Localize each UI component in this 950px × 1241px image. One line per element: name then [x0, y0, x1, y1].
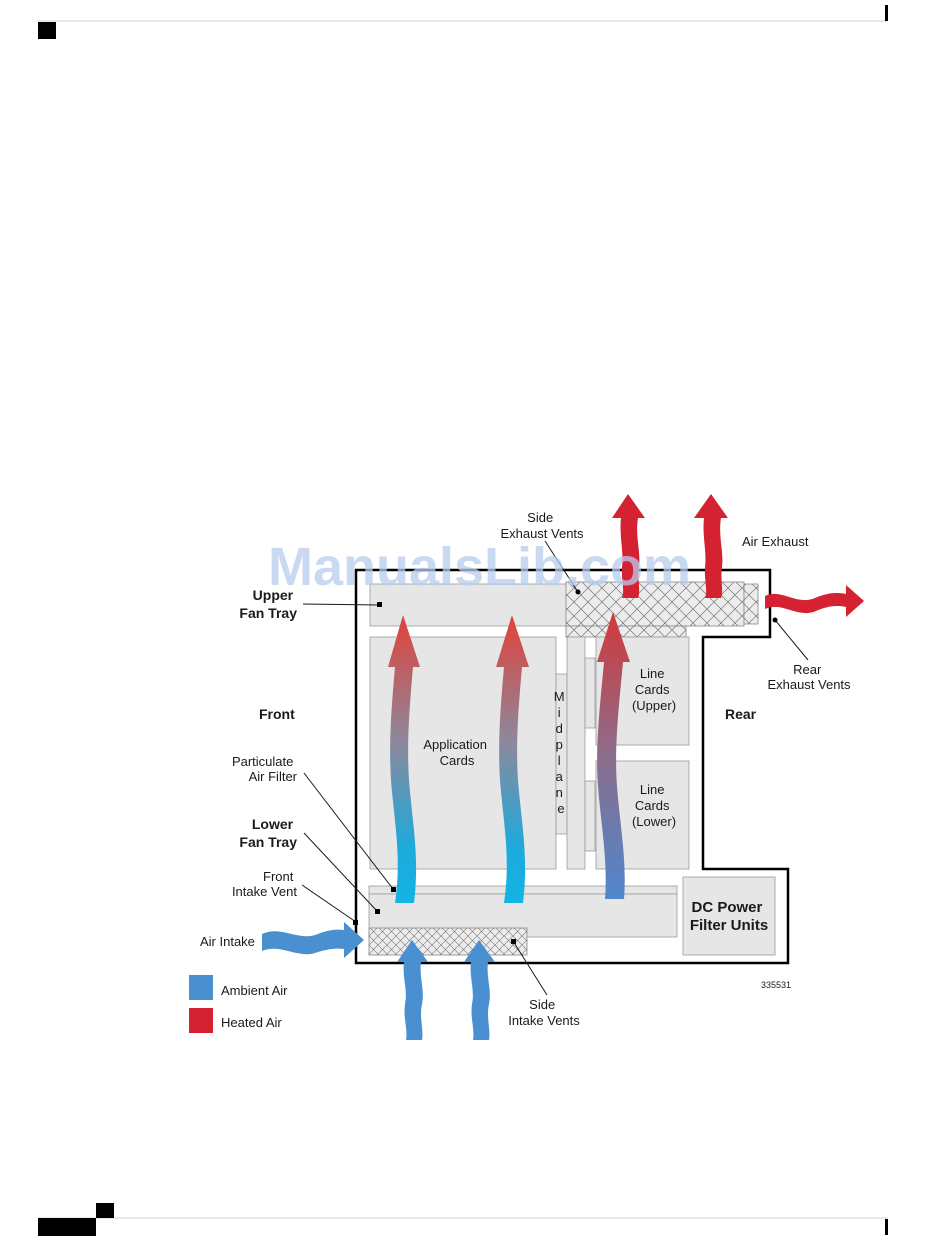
line-card-connector-lower — [585, 781, 595, 851]
legend-label-heated: Heated Air — [221, 1015, 282, 1030]
intake-arrow-front — [262, 922, 364, 958]
label-dc-power-filter-units: DC Power Filter Units — [690, 899, 768, 934]
legend-swatch-ambient — [189, 975, 213, 1000]
footer-tab-mark — [96, 1203, 114, 1218]
label-rear: Rear — [725, 706, 757, 722]
line-card-connector-upper — [585, 658, 595, 728]
card-cage-divider — [567, 637, 585, 869]
legend-label-ambient: Ambient Air — [221, 983, 288, 998]
label-air-intake: Air Intake — [200, 934, 255, 949]
label-front: Front — [259, 706, 295, 722]
page-header — [38, 5, 888, 39]
label-particulate-air-filter: Particulate Air Filter — [232, 754, 298, 784]
legend-swatch-heated — [189, 1008, 213, 1033]
header-corner-mark — [38, 22, 56, 39]
footer-right-tick — [885, 1219, 888, 1235]
label-upper-fan-tray: Upper Fan Tray — [239, 587, 297, 621]
dc-power-filter-units — [683, 877, 775, 955]
label-side-exhaust-vents: Side Exhaust Vents — [500, 510, 584, 541]
exhaust-arrow-rear — [765, 585, 864, 617]
label-air-exhaust: Air Exhaust — [742, 534, 809, 549]
label-rear-exhaust-vents: Rear Exhaust Vents — [767, 662, 851, 692]
label-front-intake-vent: Front Intake Vent — [232, 869, 297, 899]
page-footer — [38, 1203, 888, 1236]
footer-bar-mark — [38, 1218, 96, 1236]
legend: Ambient Air Heated Air — [189, 975, 288, 1033]
header-right-tick — [885, 5, 888, 21]
label-side-intake-vents: Side Intake Vents — [508, 997, 580, 1028]
label-lower-fan-tray: Lower Fan Tray — [239, 816, 297, 850]
diagram-id: 335531 — [761, 980, 791, 990]
watermark: ManualsLib.com — [268, 537, 691, 597]
